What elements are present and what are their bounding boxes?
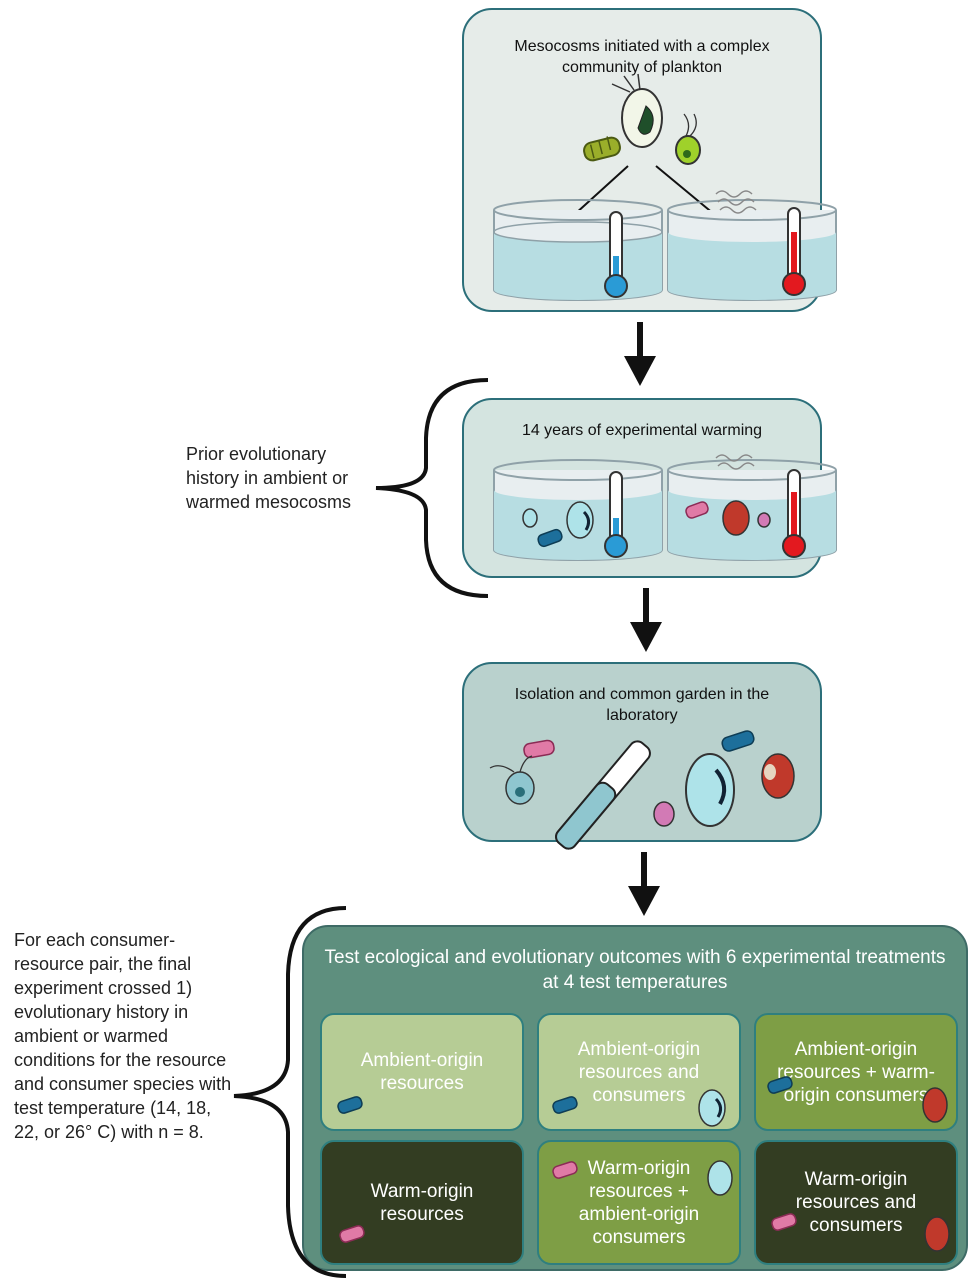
green-alga-icon — [675, 113, 701, 165]
warm-thermometer-icon — [782, 207, 806, 296]
stage-isolation-box: Isolation and common garden in the labor… — [462, 662, 822, 850]
final-experiment-note: For each consumer-resource pair, the fin… — [14, 930, 232, 1142]
red-daphnia-icon — [761, 753, 795, 799]
stage-warming-title: 14 years of experimental warming — [521, 422, 763, 439]
stage-warming-box: 14 years of experimental warming — [462, 398, 837, 578]
down-arrow-3 — [628, 852, 660, 916]
warmed-tank-icon — [667, 190, 837, 301]
treatment-ambient-resources-warm-consumers: Ambient-origin resources + warm-origin c… — [754, 1013, 958, 1131]
red-daphnia-icon — [924, 1216, 950, 1252]
blue-colonial-alga-icon — [721, 730, 755, 752]
final-experiment-bracket — [233, 906, 347, 1278]
stage-initiation-title: Mesocosms initiated with a complex commu… — [514, 38, 770, 76]
cold-thermometer-icon — [604, 211, 628, 298]
treatment-warm-resources-consumers: Warm-origin resources and consumers — [754, 1140, 958, 1265]
pink-colonial-alga-icon — [771, 1213, 797, 1231]
treatment-ambient-resources: Ambient-origin resources — [320, 1013, 524, 1131]
blue-colonial-alga-icon — [537, 528, 563, 548]
red-daphnia-icon — [922, 1087, 948, 1123]
pink-alga-icon — [757, 512, 771, 528]
pink-colonial-alga-icon — [523, 739, 555, 759]
blue-colonial-alga-icon — [337, 1096, 363, 1114]
colonial-alga-icon — [583, 136, 621, 162]
ambient-tank-icon — [493, 199, 663, 301]
blue-daphnia-icon — [685, 753, 735, 827]
isolation-illustration — [489, 730, 795, 850]
blue-daphnia-icon — [707, 1160, 733, 1196]
warm-thermometer-icon — [782, 469, 806, 558]
treatment-warm-resources-ambient-consumers: Warm-origin resources + ambient-origin c… — [537, 1140, 741, 1265]
down-arrow-2 — [630, 588, 662, 652]
pink-alga-icon — [653, 801, 675, 827]
pink-colonial-alga-icon — [339, 1225, 365, 1243]
stage-isolation-title: Isolation and common garden in the labor… — [514, 686, 770, 724]
treatment-ambient-resources-consumers: Ambient-origin resources and consumers — [537, 1013, 741, 1131]
treatment-warm-resources: Warm-origin resources — [320, 1140, 524, 1265]
blue-colonial-alga-icon — [552, 1096, 578, 1114]
blue-alga-icon — [489, 755, 535, 805]
blue-daphnia-icon — [698, 1089, 726, 1127]
red-daphnia-icon — [722, 500, 750, 536]
cold-thermometer-icon — [604, 471, 628, 558]
blue-colonial-alga-icon — [767, 1076, 793, 1094]
blue-alga-icon — [522, 508, 538, 528]
stage-initiation-box: Mesocosms initiated with a complex commu… — [462, 8, 837, 312]
warming-tanks-illustration — [493, 454, 837, 561]
pink-colonial-alga-icon — [552, 1161, 578, 1179]
prior-history-bracket — [375, 378, 489, 598]
stage-final-title: Test ecological and evolutionary outcome… — [324, 947, 946, 993]
daphnia-icon — [611, 73, 663, 148]
down-arrow-1 — [624, 322, 656, 386]
pink-colonial-alga-icon — [685, 501, 709, 519]
prior-history-note: Prior evolutionary history in ambient or… — [186, 444, 352, 512]
mesocosm-setup-illustration — [493, 73, 837, 301]
blue-daphnia-icon — [566, 501, 594, 539]
test-tube-icon — [555, 740, 651, 850]
